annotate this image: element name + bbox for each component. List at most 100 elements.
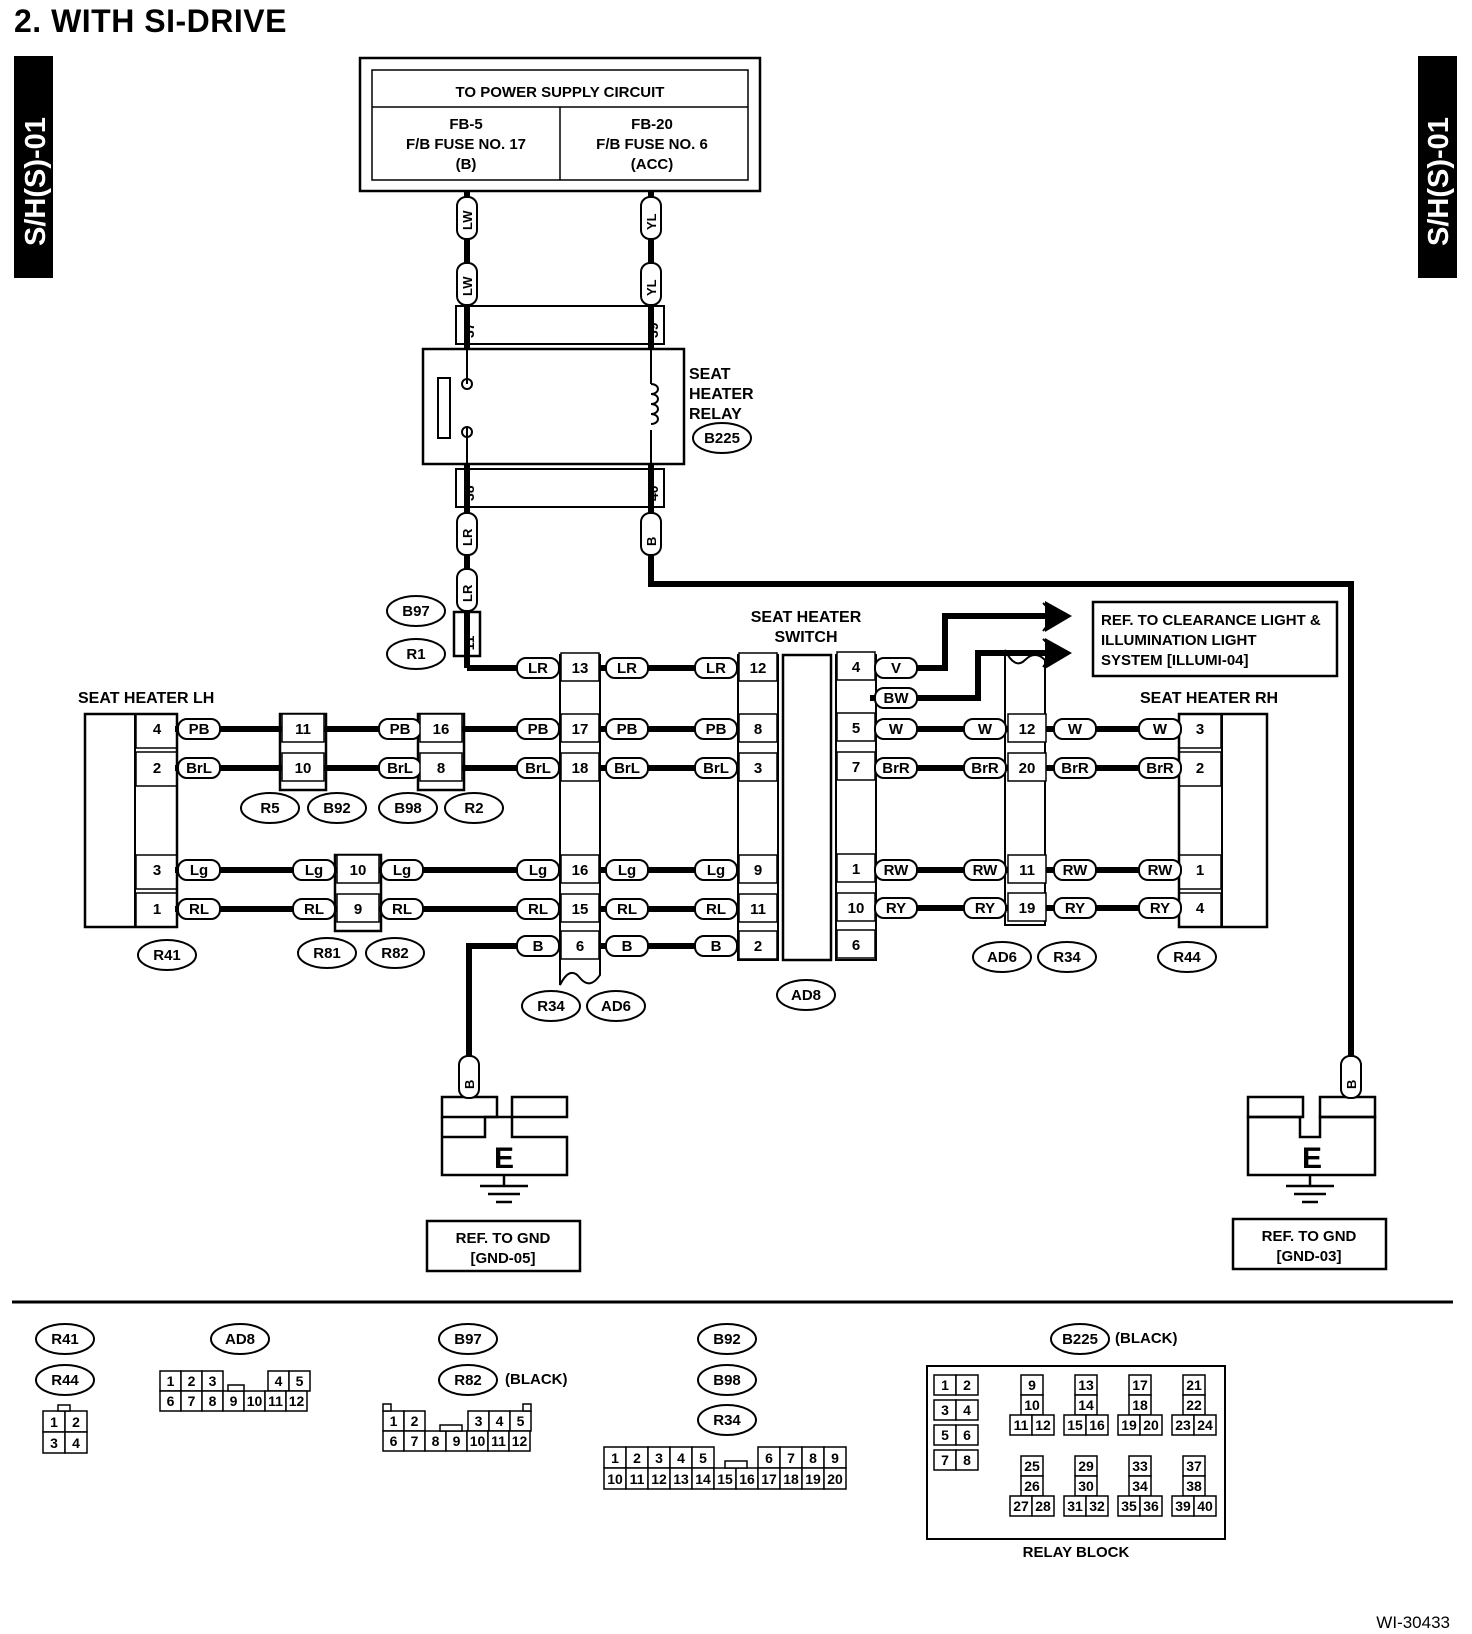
relay-cell-27-text: 28 xyxy=(1035,1498,1051,1514)
ad8-left-pin-1 xyxy=(738,713,778,743)
b97-cell-11 xyxy=(508,1430,531,1452)
ad8-right-pin-5-text: 6 xyxy=(852,937,860,954)
r34-left-pin-3-text: 16 xyxy=(572,862,589,879)
fuse-left-line3: (B) xyxy=(456,156,477,173)
connector-tag-r81-7 xyxy=(297,937,357,969)
wire-pill-r34in-3 xyxy=(516,859,560,881)
relay-cell-33-text: 34 xyxy=(1132,1478,1148,1494)
wire-pill-ad8in-0 xyxy=(694,657,738,679)
r34-left-pin-3 xyxy=(560,854,600,884)
relay-cell-26-text: 27 xyxy=(1013,1498,1029,1514)
wire-pill-b-gnd-left xyxy=(458,1055,480,1099)
ad8-cell-9-text: 10 xyxy=(247,1393,263,1409)
connector-tag-r34-9-text: R34 xyxy=(537,998,565,1015)
wire-pill-r34rin-1-text: BrR xyxy=(971,760,999,777)
wire-pill-rl-mid-text: RL xyxy=(304,901,324,918)
wire-pill-ad8out-4-text: RW xyxy=(884,862,910,879)
connector-tag-r2-5-text: R2 xyxy=(464,800,483,817)
r81-pin-1-text: 9 xyxy=(354,901,362,918)
ad8-cell-10-text: 11 xyxy=(268,1393,283,1409)
ground-right xyxy=(1231,1095,1388,1271)
wire-pill-r34rout-3 xyxy=(1053,897,1097,919)
relay-cell-39-text: 40 xyxy=(1197,1498,1213,1514)
legend-tag-b98 xyxy=(697,1364,757,1396)
wire-pill-r34out-1-text: PB xyxy=(617,721,638,738)
side-tab-right-label: S/H(S)-01 xyxy=(1423,117,1455,246)
ad8-right-pin-5 xyxy=(836,929,876,959)
r41-cell-3-text: 3 xyxy=(50,1435,58,1451)
connector-tag-r34-9 xyxy=(521,990,581,1022)
ref-box-line1: REF. TO CLEARANCE LIGHT & xyxy=(1101,612,1321,629)
r34-right-pin-1 xyxy=(1007,752,1047,782)
wire-pill-ad8out-2 xyxy=(874,718,918,740)
wire-pill-ad8out-0-text: V xyxy=(891,660,901,677)
connector-tag-r34-13 xyxy=(1037,941,1097,973)
gnd-right-line1: REF. TO GND xyxy=(1262,1228,1357,1245)
ad8-left-pin-3-text: 9 xyxy=(754,862,762,879)
r34-cell-12-text: 13 xyxy=(673,1471,689,1487)
r34-left-pin-5 xyxy=(560,930,600,960)
connector-tag-b97-0-text: B97 xyxy=(402,603,430,620)
wire-pill-r34in-1 xyxy=(516,718,560,740)
relay-cell-30-text: 31 xyxy=(1067,1498,1083,1514)
rh-pin-2: 1 xyxy=(1196,862,1204,879)
connector-tag-ad6-10 xyxy=(586,990,646,1022)
wire-pill-yl-2-text: YL xyxy=(644,279,659,296)
wire-pill-ad8in-2 xyxy=(694,757,738,779)
wire-pill-rh-0 xyxy=(1138,718,1182,740)
wire-pill-ad8in-4 xyxy=(694,898,738,920)
relay-connector-bottom xyxy=(455,468,665,508)
connector-tag-b97-0 xyxy=(386,595,446,627)
b92-pin-1 xyxy=(281,752,325,782)
wire-pill-r34rout-2-text: RW xyxy=(1063,862,1089,879)
relay-cell-2-text: 3 xyxy=(941,1402,949,1418)
wire-pill-ad8in-1 xyxy=(694,718,738,740)
wire-pill-ad8out-1 xyxy=(874,687,918,709)
wire-pill-b-gnd-right-text: B xyxy=(1344,1080,1359,1089)
connector-tag-ad6-12-text: AD6 xyxy=(987,949,1017,966)
ad8-key xyxy=(227,1384,245,1392)
relay-pin-38: 38 xyxy=(461,485,477,501)
connector-tag-r41-6-text: R41 xyxy=(153,947,181,964)
ad8-cell-11-text: 12 xyxy=(289,1393,305,1409)
r41-cell-4-text: 4 xyxy=(72,1435,80,1451)
r34-cell-6-text: 7 xyxy=(787,1450,795,1466)
ad8-left-pin-3 xyxy=(738,854,778,884)
wire-pill-lw-1-text: LW xyxy=(460,210,475,230)
ref-clearance-box xyxy=(1091,600,1339,678)
b97-latch-l xyxy=(382,1403,392,1412)
ad8-right-pin-4-text: 10 xyxy=(848,900,865,917)
wire-pill-r34in-0-text: LR xyxy=(528,660,548,677)
r34-cell-13-text: 14 xyxy=(695,1471,711,1487)
wire-pill-r34out-3 xyxy=(605,859,649,881)
relay-cell-19-text: 20 xyxy=(1143,1417,1159,1433)
relay-cell-5-text: 6 xyxy=(963,1427,971,1443)
r81-pin-0-text: 10 xyxy=(350,862,367,879)
page-title: 2. WITH SI-DRIVE xyxy=(14,3,287,39)
wire-pill-r34in-5-text: B xyxy=(533,938,544,955)
relay-pin-40: 40 xyxy=(645,485,661,501)
wire-pill-lg-mid xyxy=(292,859,336,881)
relay-cell-7-text: 8 xyxy=(963,1452,971,1468)
b92-pin-1-text: 10 xyxy=(295,760,312,777)
connector-tag-ad8-11 xyxy=(776,979,836,1011)
b97-cell-8-text: 9 xyxy=(453,1433,461,1449)
wire-pill-b-gnd-right xyxy=(1340,1055,1362,1099)
relay-cell-29-text: 30 xyxy=(1078,1478,1094,1494)
b97-pin: 11 xyxy=(461,635,477,650)
r34-right-pin-3 xyxy=(1007,892,1047,922)
ad8-left-pin-5 xyxy=(738,930,778,960)
r41-cell-1-text: 1 xyxy=(50,1414,58,1430)
relay-cell-11 xyxy=(1031,1414,1055,1436)
wire-pill-lg-mid2-text: Lg xyxy=(393,862,411,879)
wire-pill-r34rin-2-text: RW xyxy=(973,862,999,879)
r34-cell-11-text: 12 xyxy=(651,1471,667,1487)
relay-connector-top xyxy=(455,305,665,345)
r34-left-pin-0 xyxy=(560,652,600,682)
wire-pill-lr-1 xyxy=(456,512,478,556)
relay-cell-35 xyxy=(1139,1495,1163,1517)
wire-pill-lh-2-text: Lg xyxy=(190,862,208,879)
r34-left-pin-1 xyxy=(560,713,600,743)
